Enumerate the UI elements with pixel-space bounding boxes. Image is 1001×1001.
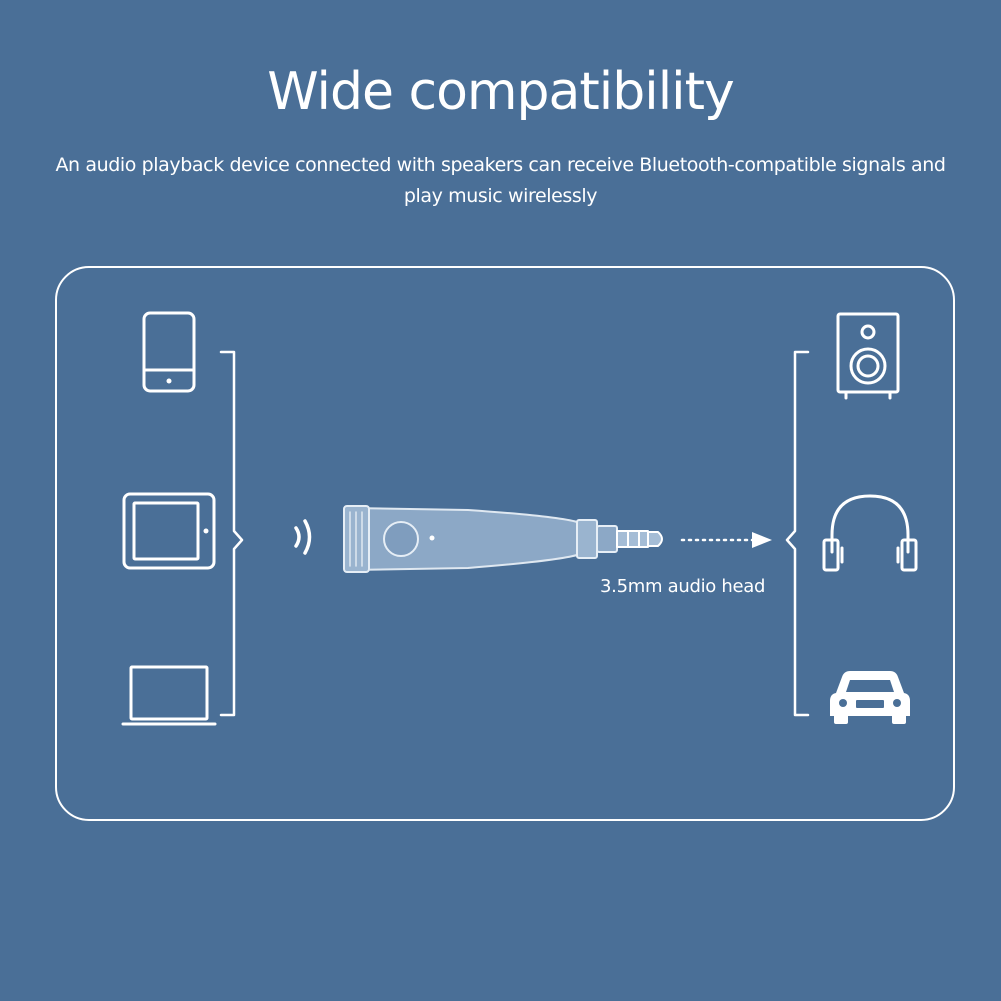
wireless-signal-icon (294, 519, 312, 555)
headphones-icon (822, 494, 918, 572)
page-subtitle: An audio playback device connected with … (55, 154, 946, 207)
tablet-icon (122, 492, 216, 570)
diagram-frame (55, 266, 955, 821)
audio-jack-plug (616, 530, 663, 548)
signal-arrow (680, 532, 772, 548)
right-bracket (785, 350, 810, 717)
laptop-icon (121, 665, 217, 726)
bluetooth-adapter (343, 505, 618, 573)
page-title: Wide compatibility (267, 62, 735, 122)
car-icon (830, 671, 910, 724)
phone-icon (142, 311, 196, 393)
speaker-icon (836, 312, 900, 400)
left-bracket (219, 350, 244, 717)
jack-label: 3.5mm audio head (600, 576, 766, 597)
